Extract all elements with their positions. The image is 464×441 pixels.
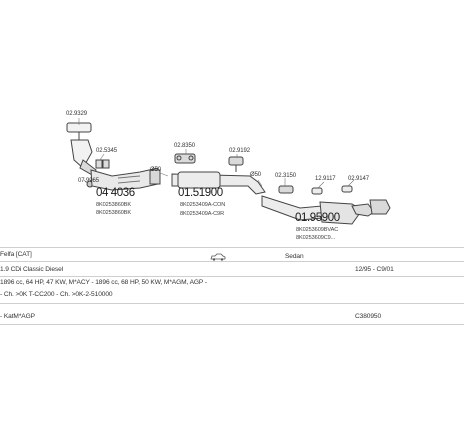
- right-bolt-part: [278, 185, 294, 194]
- part-number-rear[interactable]: 01.95900: [295, 212, 340, 224]
- vehicle-info-table: Felfa [CAT] Sedan 1.9 CDi Classic Diesel…: [0, 244, 464, 344]
- model-name: Felfa [CAT]: [0, 251, 32, 258]
- ref-label[interactable]: 02.3150: [275, 173, 296, 179]
- ref-label[interactable]: 12.9117: [315, 176, 336, 182]
- ref-subcode: 8K0253409A-CON: [180, 202, 226, 208]
- divider: [0, 261, 464, 262]
- body-type: Sedan: [285, 253, 304, 260]
- ref-label[interactable]: 02.8350: [174, 143, 195, 149]
- cat-code: - KatM*AGP: [0, 313, 35, 320]
- chassis-range: - Ch. >0K T-CC200 - Ch. >0K-2-510000: [0, 291, 113, 298]
- center-clamp: [174, 153, 196, 164]
- ref-label[interactable]: 07.9965: [78, 178, 99, 184]
- catalog-number[interactable]: C380950: [355, 313, 382, 320]
- diameter-label: Ø50: [150, 167, 162, 173]
- ref-subcode: 8K0253609BVAC: [296, 227, 339, 233]
- rear-hanger-part-2: [311, 187, 323, 195]
- ref-label[interactable]: 02.5345: [96, 148, 117, 154]
- ref-label[interactable]: 02.9192: [229, 148, 250, 154]
- front-pipe-part: [70, 139, 93, 169]
- divider: [0, 276, 464, 277]
- divider: [0, 247, 464, 248]
- car-icon: [210, 253, 226, 261]
- part-number-mid[interactable]: 01.51900: [178, 187, 223, 199]
- mid-silencer-part: [177, 171, 221, 189]
- leader-lines: [78, 118, 355, 189]
- catalytic-converter: [90, 167, 161, 191]
- ref-subcode: 8K0253860BK: [96, 202, 131, 208]
- bolt-part: [95, 159, 103, 169]
- exhaust-system-drawing: [66, 118, 391, 225]
- right-bolt: [278, 185, 294, 194]
- part-number-cat[interactable]: 04 4036: [96, 187, 135, 199]
- tailpipe-part: [369, 199, 391, 215]
- engine-name: 1.9 CDi Classic Diesel: [0, 266, 64, 273]
- middle-pipe: [171, 171, 266, 195]
- hanger: [228, 156, 244, 172]
- ref-label[interactable]: 02.9329: [66, 111, 87, 117]
- diameter-label: Ø50: [250, 172, 262, 178]
- ref-subcode: 8K0253609C9...: [296, 235, 336, 241]
- date-range: 12/95 - C9/01: [355, 266, 394, 273]
- ref-label[interactable]: 02.9147: [348, 176, 369, 182]
- rear-muffler-part: [319, 201, 363, 225]
- divider: [0, 324, 464, 325]
- ref-subcode: 8K0253860BK: [96, 210, 131, 216]
- exhaust-diagram: 02.9329 02.5345 07.9965 Ø50 04 4036 8K02…: [66, 111, 391, 241]
- rear-section: [261, 185, 391, 225]
- rear-hanger-part: [341, 185, 353, 193]
- divider: [0, 303, 464, 304]
- hanger-part: [228, 156, 244, 166]
- engine-detail: 1896 cc, 64 HP, 47 KW, M*ACY - 1896 cc, …: [0, 279, 207, 286]
- downpipe: [66, 122, 97, 177]
- ref-subcode: 8K0253409A-C9R: [180, 211, 225, 217]
